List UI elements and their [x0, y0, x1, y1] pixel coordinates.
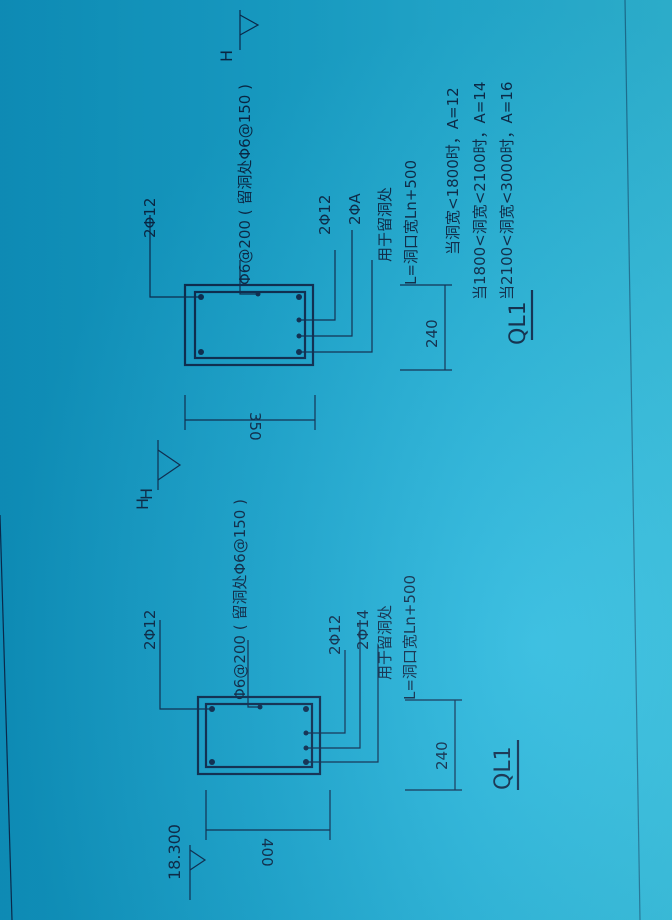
left-top-bar: 2Φ12	[141, 610, 159, 650]
right-beam-outline	[183, 283, 315, 367]
left-section: 18.300 400 H 2Φ12 Φ6@200 ( 留洞处Φ6@150 ) 2…	[133, 498, 520, 900]
right-note5: 当2100<洞宽<3000时，A=16	[498, 82, 516, 300]
left-extra-note2: L=洞口宽Ln+500	[401, 575, 419, 700]
left-width-dim: 240	[433, 741, 451, 770]
right-stirrup	[193, 290, 307, 360]
left-section-name: QL1	[491, 746, 516, 790]
left-extra-bar: 2Φ14	[354, 610, 372, 650]
left-extra-note1: 用于留洞处	[376, 605, 394, 680]
right-stirrup-label: Φ6@200 ( 留洞处Φ6@150 )	[236, 84, 254, 285]
left-stirrup-label: Φ6@200 ( 留洞处Φ6@150 )	[231, 499, 249, 700]
right-depth-dim: 350	[246, 412, 264, 441]
right-h-label: H	[137, 488, 156, 500]
left-depth-dim: 400	[258, 838, 276, 867]
right-note4: 当1800<洞宽<2100时，A=14	[471, 82, 489, 300]
left-stirrup	[204, 702, 314, 769]
sheet-edge-right	[624, 0, 641, 920]
right-extra-note2: L=洞口宽Ln+500	[402, 160, 420, 285]
left-beam-outline	[196, 695, 322, 776]
left-h-label: H	[133, 498, 152, 510]
right-bot-bar: 2Φ12	[316, 195, 334, 235]
right-note3: 当洞宽<1800时，A=12	[444, 87, 462, 255]
right-extra-bar: 2ΦA	[346, 193, 364, 225]
right-section-name: QL1	[506, 301, 531, 345]
left-elev-label: 18.300	[165, 824, 184, 880]
right-top-bar: 2Φ12	[141, 198, 159, 238]
right-section: H H 2Φ12 Φ6@200 ( 留洞处Φ6@150 ) 2Φ12 2ΦA 用…	[137, 10, 534, 500]
right-width-dim: 240	[423, 319, 441, 348]
right-h-label-top: H	[217, 50, 236, 62]
right-extra-note1: 用于留洞处	[376, 187, 394, 262]
left-bot-bar: 2Φ12	[326, 615, 344, 655]
sheet-edge-left	[0, 514, 13, 920]
